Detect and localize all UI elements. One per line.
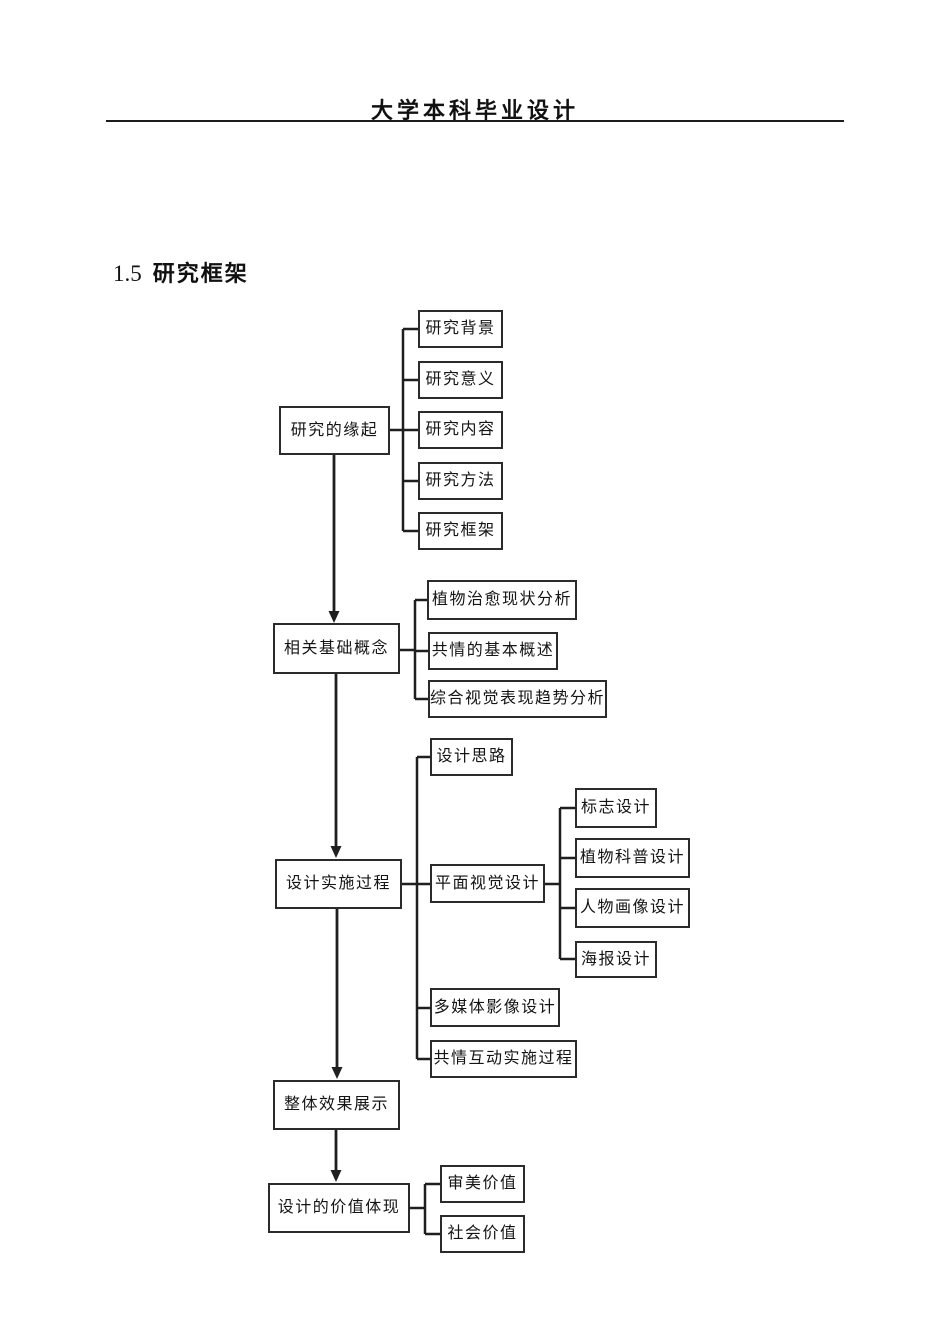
header-divider	[106, 120, 844, 122]
node-plant-healing-analysis: 植物治愈现状分析	[427, 580, 577, 620]
tree1-connector	[390, 327, 418, 533]
node-logo-design: 标志设计	[575, 788, 657, 828]
tree4-connector	[410, 1182, 440, 1236]
node-poster-design: 海报设计	[575, 941, 657, 978]
document-header-title: 大学本科毕业设计	[370, 98, 579, 123]
node-design-process: 设计实施过程	[275, 859, 402, 909]
node-research-background: 研究背景	[418, 310, 503, 348]
node-empathy-overview: 共情的基本概述	[428, 632, 558, 670]
node-aesthetic-value: 审美价值	[440, 1165, 525, 1203]
node-empathy-interaction: 共情互动实施过程	[430, 1040, 577, 1078]
node-design-idea: 设计思路	[430, 738, 513, 776]
node-overall-display: 整体效果展示	[273, 1080, 400, 1130]
flow-arrowhead-4	[330, 1170, 342, 1182]
node-basic-concepts: 相关基础概念	[273, 623, 400, 674]
tree2-connector	[400, 598, 428, 701]
node-graphic-design: 平面视觉设计	[430, 864, 545, 903]
node-plant-science-design: 植物科普设计	[575, 838, 690, 878]
node-research-method: 研究方法	[418, 462, 503, 500]
flow-arrowhead-3	[331, 1067, 343, 1079]
tree3b-connector	[545, 806, 575, 961]
section-heading: 1.5 研究框架	[113, 256, 249, 288]
node-multimedia-design: 多媒体影像设计	[430, 988, 560, 1027]
section-title: 研究框架	[152, 261, 249, 286]
node-design-value: 设计的价值体现	[268, 1183, 410, 1233]
node-research-framework: 研究框架	[418, 512, 503, 550]
node-research-origin: 研究的缘起	[279, 406, 390, 455]
node-research-content: 研究内容	[418, 411, 503, 449]
node-portrait-design: 人物画像设计	[575, 888, 690, 928]
flow-arrowhead-2	[330, 846, 342, 858]
node-social-value: 社会价值	[440, 1215, 525, 1253]
tree3-connector	[402, 755, 430, 1061]
node-research-significance: 研究意义	[418, 361, 503, 399]
section-number: 1.5	[113, 261, 142, 286]
node-visual-trend-analysis: 综合视觉表现趋势分析	[428, 680, 607, 718]
flow-arrowhead-1	[328, 611, 340, 623]
